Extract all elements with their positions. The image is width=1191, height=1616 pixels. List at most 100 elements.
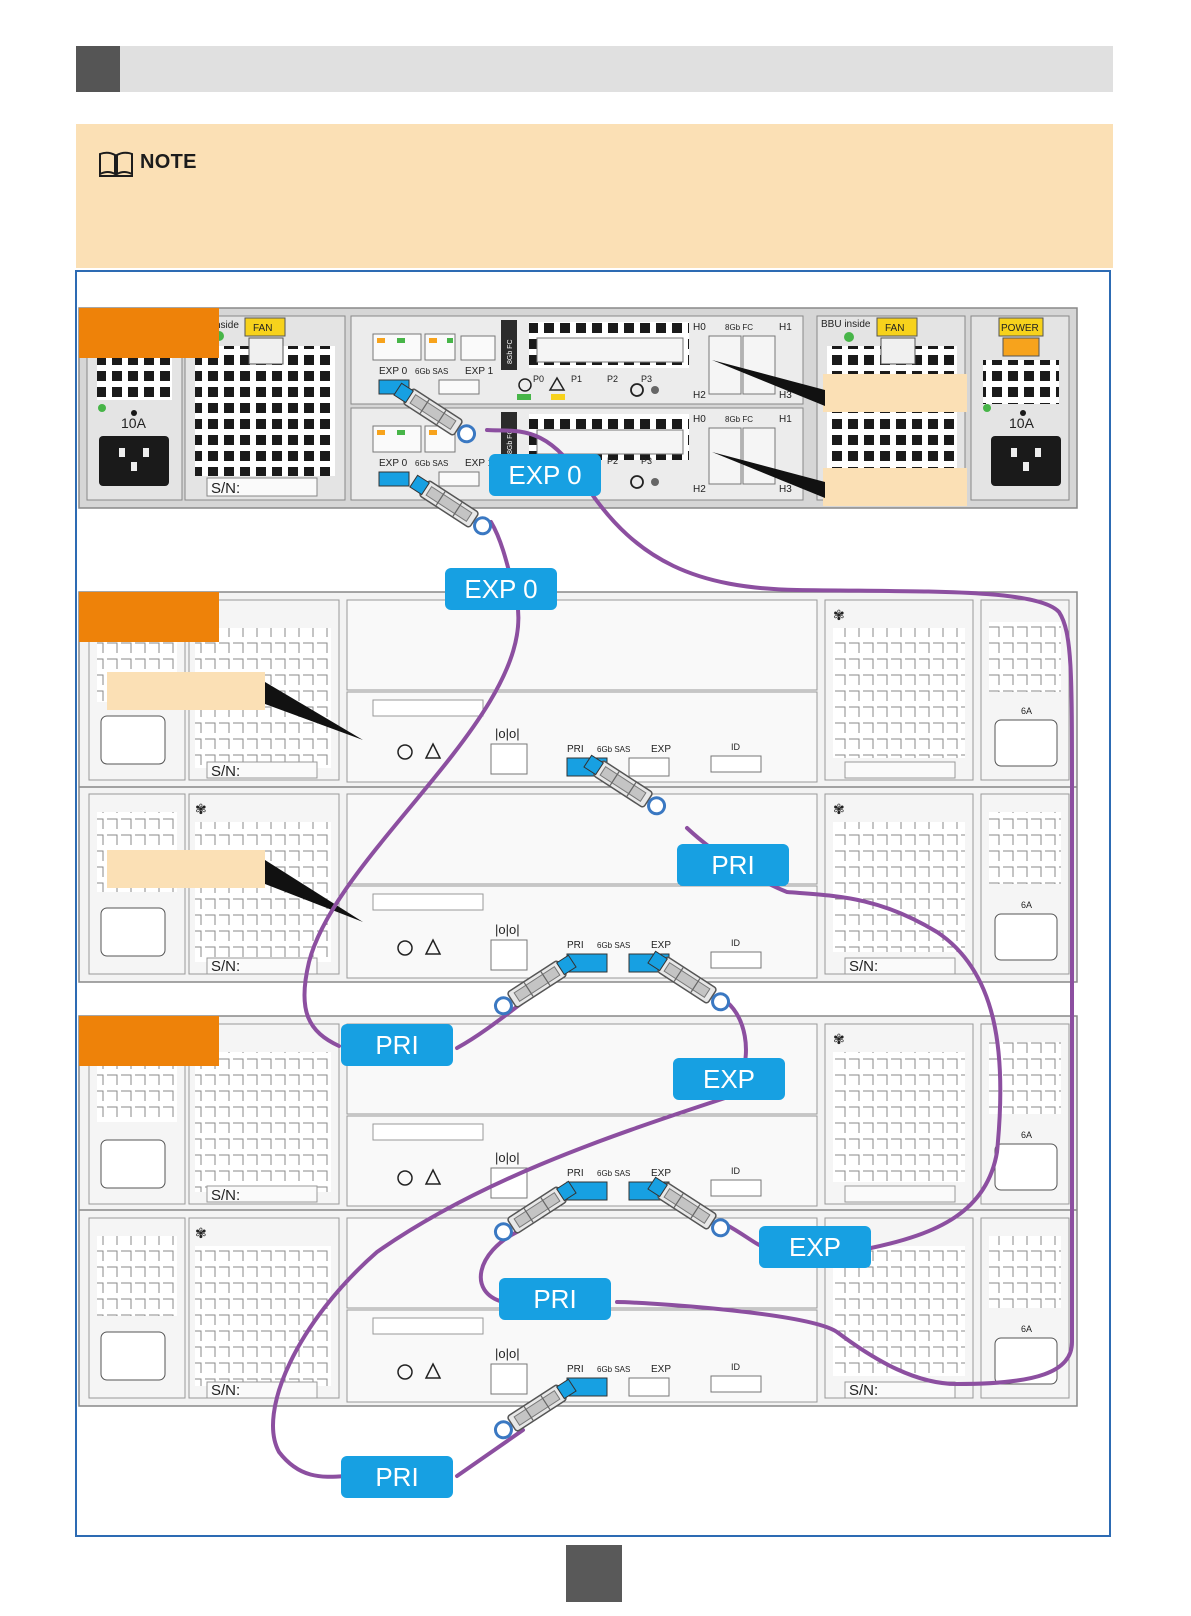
exp1-port-label-bottom: EXP 1 [465,458,494,469]
fc-p3-bottom: P3 [641,456,652,466]
cable-e1b-pri-stub [455,1000,525,1050]
sn-label-e1-lower: S/N: [211,958,240,975]
callout-fc-bottom [823,468,967,506]
fc-p3-top: P3 [641,374,652,384]
section-title-bar [76,46,1113,92]
psu-rating-e2-upper: 6A [1021,1130,1032,1140]
fc-p2-top: P2 [607,374,618,384]
exp-port-label-e2a: EXP [651,1168,671,1179]
exp1-port-label-top: EXP 1 [465,366,494,377]
sn-label-e1-right: S/N: [849,958,878,975]
host-h0-bottom: H0 [693,414,706,425]
id-label-e1b: ID [731,938,741,948]
host-h1-top: H1 [779,322,792,333]
fan-label-right: FAN [885,323,904,334]
note-box: NOTE [76,124,1113,268]
pri-port-label-e1b: PRI [567,940,584,951]
disk-enclosure-1-tag [79,592,219,642]
pri-label-2: PRI [375,1030,418,1060]
callout-e1-upper [107,672,265,710]
fc-p1-top: P1 [571,374,582,384]
sn-label-e2-right: S/N: [849,1382,878,1399]
pri-label-box-4 [341,1456,453,1498]
power-icon-top [630,383,644,397]
psu-rating-e1-upper: 6A [1021,706,1032,716]
svg-text:|o|o|: |o|o| [495,1346,520,1361]
disk-enclosure-1: S/N: |o|o| PRI 6Gb SAS EXP ID ✾ 6A ✾ S/N… [78,591,1078,983]
exp-port-label-e2b: EXP [651,1364,671,1375]
fc-p2-bottom: P2 [607,456,618,466]
sas-label-top: 6Gb SAS [415,367,448,376]
exp0-label-box-b [445,568,557,610]
sn-label-e2-lower: S/N: [211,1382,240,1399]
psu-rating-e2-lower: 6A [1021,1324,1032,1334]
fan-label-left: FAN [253,323,272,334]
fc-vertical-label-top: 8Gb FC [507,339,514,364]
pri-label-box-1 [677,844,789,886]
sas-label-e2a: 6Gb SAS [597,1169,630,1178]
cable-ctrl-a-to-e2b-pri [485,428,1074,1387]
fc-card-handle-top [501,320,517,370]
sas-label-e1b: 6Gb SAS [597,941,630,950]
exp-label-1: EXP [703,1064,755,1094]
disk-enclosure-2: S/N: |o|o| PRI 6Gb SAS EXP ID ✾ 6A ✾ S/N… [78,1015,1078,1407]
bbu-label-right: BBU inside [821,319,871,330]
host-h0-top: H0 [693,322,706,333]
id-label-e2a: ID [731,1166,741,1176]
exp-label-box-2 [759,1226,871,1268]
cable-e2b-pri-stub [455,1428,525,1478]
page-number-tab [566,1545,622,1602]
sas-label-bottom: 6Gb SAS [415,459,448,468]
svg-text:|o|o|: |o|o| [495,726,520,741]
cabling-diagram: 10A nside FAN S/N: EXP 0 6Gb SAS EXP 1 8… [75,270,1111,1537]
psu-rating-e1-lower: 6A [1021,900,1032,910]
fan-icon-e2-upper: ✾ [833,1031,845,1047]
exp0-label-a: EXP 0 [508,460,581,490]
pri-port-label-e2a: PRI [567,1168,584,1179]
fc-p0-top: P0 [533,374,544,384]
sas-label-e1a: 6Gb SAS [597,745,630,754]
pri-label-1: PRI [711,850,754,880]
exp0-port-label-top: EXP 0 [379,366,408,377]
fc-vertical-label-bottom: 8Gb FC [507,429,514,454]
exp-label-box-1 [673,1058,785,1100]
pri-label-box-3 [499,1278,611,1320]
fan-icon-e1-right: ✾ [833,801,845,817]
sn-label-e1-upper: S/N: [211,763,240,780]
exp-port-label-e1a: EXP [651,744,671,755]
pri-port-label-e2b: PRI [567,1364,584,1375]
fan-icon-e2-lower: ✾ [195,1225,207,1241]
pri-label-4: PRI [375,1462,418,1492]
power-inlet-left [99,436,169,486]
exp-label-2: EXP [789,1232,841,1262]
cable-e2-exp-to-e2b-pri [271,1096,727,1479]
sas-label-e2b: 6Gb SAS [597,1365,630,1374]
power-inlet-right [991,436,1061,486]
section-number-block [76,46,120,92]
disk-enclosure-2-tag [79,1016,219,1066]
host-h2-bottom: H2 [693,484,706,495]
host-h3-top: H3 [779,390,792,401]
svg-text:|o|o|: |o|o| [495,1150,520,1165]
id-label-e1a: ID [731,742,741,752]
sn-label-controller: S/N: [211,480,240,497]
book-icon [99,151,133,177]
host-h1-bottom: H1 [779,414,792,425]
cable-labels: EXP 0 EXP 0 PRI PRI EXP EXP PRI PRI [341,454,871,1498]
fc-card-handle-bottom [501,412,517,460]
bbu-label-left: nside [215,320,239,331]
exp0-label-b: EXP 0 [464,574,537,604]
callout-fc-top [823,374,967,412]
psu-rating-right: 10A [1009,415,1035,431]
power-icon-bottom [630,475,644,489]
power-label: POWER [1001,323,1039,334]
exp-port-label-e1b: EXP [651,940,671,951]
callout-e1-lower [107,850,265,888]
psu-rating-left: 10A [121,415,147,431]
sn-label-e2-upper: S/N: [211,1187,240,1204]
fan-icon-e1-upper: ✾ [833,607,845,623]
controller-enclosure: 10A nside FAN S/N: EXP 0 6Gb SAS EXP 1 8… [78,307,1078,509]
fc-label-bottom: 8Gb FC [725,415,753,424]
pri-label-3: PRI [533,1284,576,1314]
pri-port-label-e1a: PRI [567,744,584,755]
